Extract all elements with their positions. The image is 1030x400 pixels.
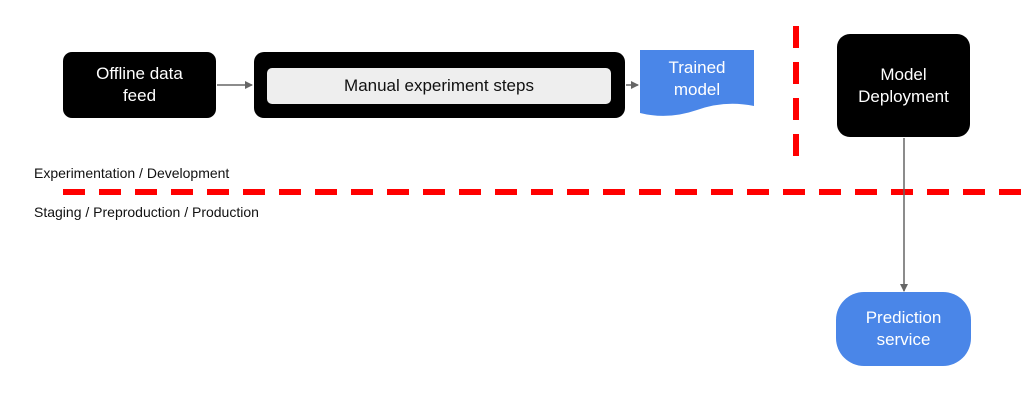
staging-region-label: Staging / Preproduction / Production bbox=[34, 204, 259, 220]
prediction-service-node: Prediction service bbox=[836, 292, 971, 366]
trained-model-label: Trained model bbox=[668, 58, 726, 99]
manual-experiment-steps-label: Manual experiment steps bbox=[344, 76, 534, 95]
trained-model-document-shape bbox=[640, 50, 754, 116]
experimentation-region-label: Experimentation / Development bbox=[34, 165, 230, 181]
trained-model-node: Trained model bbox=[640, 54, 754, 104]
offline-data-feed-label: Offline data feed bbox=[96, 64, 183, 105]
offline-data-feed-node: Offline data feed bbox=[63, 52, 216, 118]
manual-experiment-steps-node: Manual experiment steps bbox=[267, 68, 611, 104]
model-deployment-node: Model Deployment bbox=[837, 34, 970, 137]
model-deployment-label: Model Deployment bbox=[858, 64, 949, 106]
prediction-service-label: Prediction service bbox=[865, 308, 942, 349]
